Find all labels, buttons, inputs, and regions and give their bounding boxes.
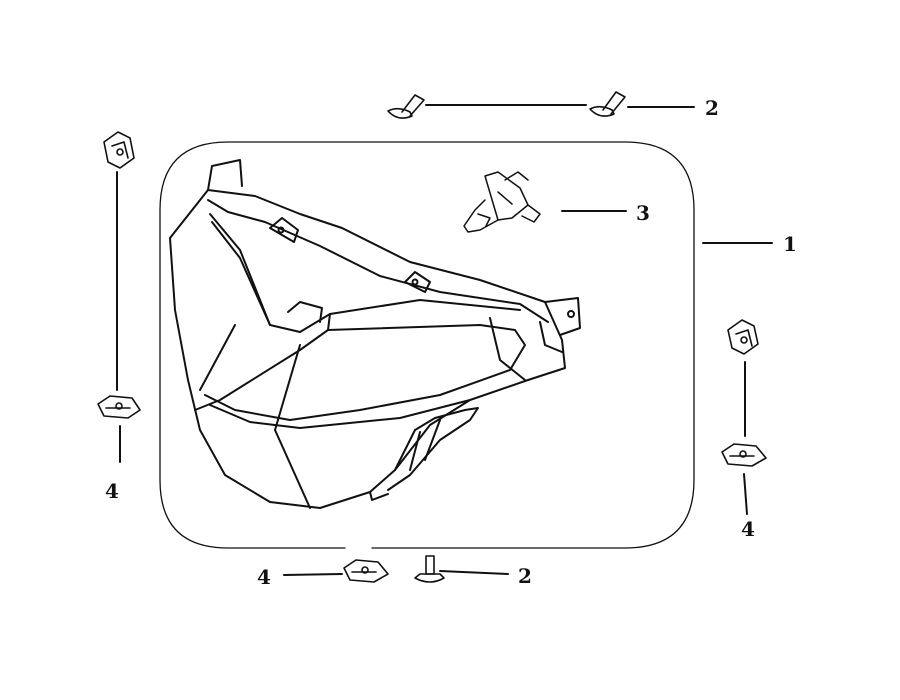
headlight-assembly-icon bbox=[169, 159, 581, 509]
callout-4-left: 4 bbox=[105, 479, 119, 503]
assembly-group-frame bbox=[159, 141, 695, 549]
leader-line bbox=[743, 473, 748, 515]
clip-nut-icon bbox=[727, 319, 759, 355]
callout-2-bottom: 2 bbox=[518, 564, 532, 588]
clip-nut-icon bbox=[721, 443, 767, 467]
clip-nut-icon bbox=[103, 131, 135, 169]
callout-1: 1 bbox=[783, 232, 797, 256]
callout-4-right: 4 bbox=[741, 517, 755, 541]
screw-icon bbox=[387, 94, 425, 119]
callout-3: 3 bbox=[636, 201, 650, 225]
callout-2-top: 2 bbox=[705, 96, 719, 120]
clip-nut-icon bbox=[97, 395, 141, 419]
callout-4-bottom: 4 bbox=[257, 565, 271, 589]
screw-icon bbox=[414, 555, 445, 583]
clip-nut-icon bbox=[343, 559, 389, 583]
leader-lines bbox=[116, 104, 773, 576]
leader-line bbox=[439, 570, 509, 575]
leader-line bbox=[283, 573, 343, 576]
screw-icon bbox=[589, 91, 626, 117]
halogen-bulb-icon bbox=[463, 171, 541, 233]
